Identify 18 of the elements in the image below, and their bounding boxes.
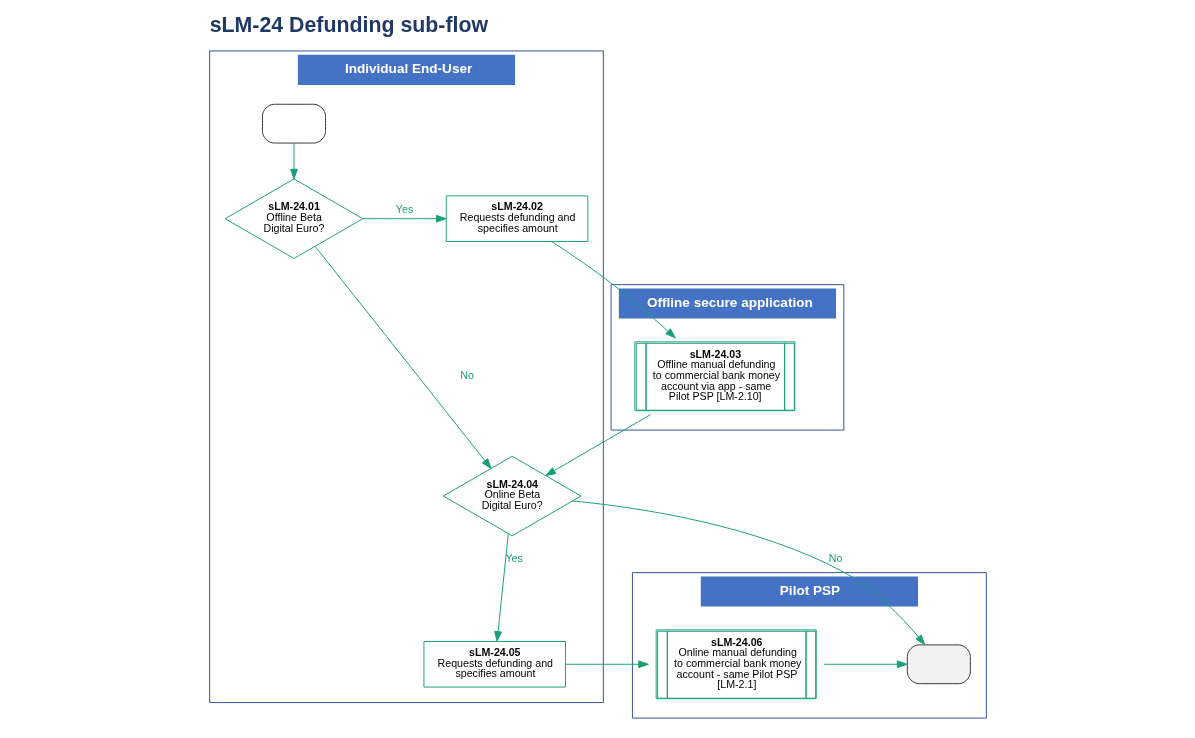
node-box: sLM-24.05 Requests defunding and specifies amount bbox=[422, 641, 566, 688]
node-terminator bbox=[261, 103, 326, 144]
arrow bbox=[564, 660, 649, 669]
arrow bbox=[314, 245, 492, 469]
edge-label: No bbox=[828, 551, 842, 564]
arrow bbox=[289, 143, 298, 180]
arrow bbox=[571, 500, 925, 646]
node-diamond: sLM-24.01 Offline Beta Digital Euro? bbox=[224, 178, 363, 259]
arrow bbox=[823, 660, 907, 669]
edge-label: No bbox=[459, 368, 474, 381]
diagram-title: sLM-24 Defunding sub-flow bbox=[209, 13, 488, 38]
arrow bbox=[362, 214, 446, 223]
edge-label: Yes bbox=[395, 202, 413, 215]
node-terminator bbox=[906, 644, 971, 685]
edge-label: Yes bbox=[504, 551, 523, 564]
arrow bbox=[493, 533, 509, 642]
node-box: sLM-24.02 Requests defunding and specifies amount bbox=[445, 195, 588, 242]
arrow bbox=[551, 241, 676, 339]
